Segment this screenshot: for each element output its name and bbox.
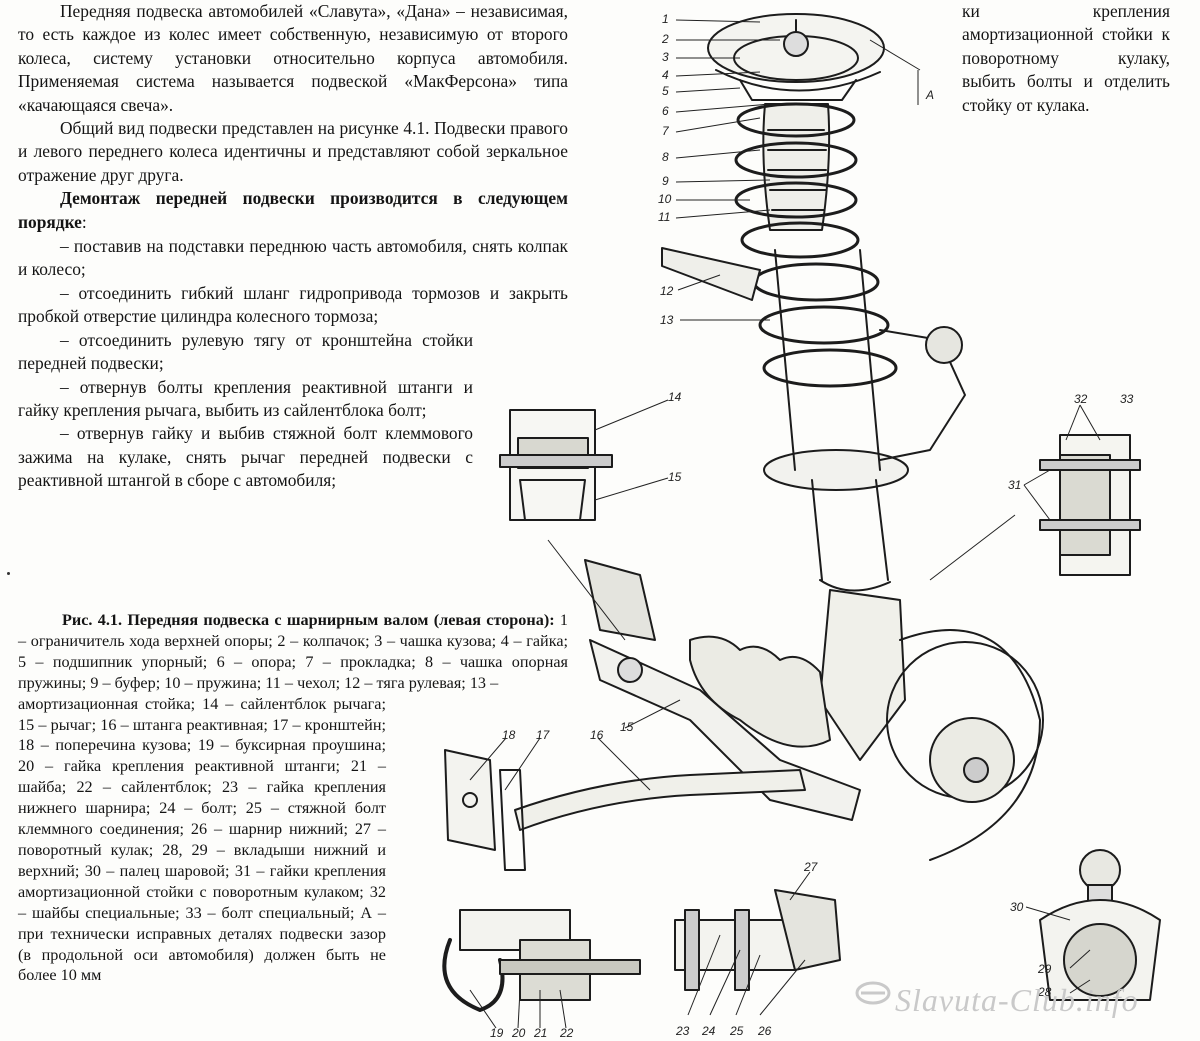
figure-caption: Рис. 4.1. Передняя подвеска с шарнирным … bbox=[18, 610, 568, 986]
caption-body-narrow: амортизационная стойка; 14 – сайлентблок… bbox=[18, 694, 386, 985]
callout-21: 21 bbox=[534, 1026, 548, 1040]
callout-7: 7 bbox=[662, 124, 669, 138]
callout-24: 24 bbox=[702, 1024, 716, 1038]
intro-paragraph-1: Передняя подвеска автомобилей «Славута»,… bbox=[18, 1, 568, 115]
continuation-text: ки крепления амортизационной стойки к по… bbox=[962, 1, 1170, 115]
callout-18: 18 bbox=[502, 728, 516, 742]
callout-15-detail: 15 bbox=[668, 470, 682, 484]
callout-19: 19 bbox=[490, 1026, 504, 1040]
callout-27: 27 bbox=[804, 860, 818, 874]
callout-3: 3 bbox=[662, 50, 669, 64]
intro-paragraph-2: Общий вид подвески представлен на рисунк… bbox=[18, 118, 568, 185]
callout-8: 8 bbox=[662, 150, 669, 164]
callout-16: 16 bbox=[590, 728, 604, 742]
callout-A: A bbox=[926, 88, 935, 102]
watermark-logo-icon bbox=[855, 981, 891, 1005]
callout-25: 25 bbox=[730, 1024, 744, 1038]
callout-11: 11 bbox=[658, 210, 671, 224]
callout-22: 22 bbox=[560, 1026, 574, 1040]
dismantle-heading: Демонтаж передней подвески производится … bbox=[18, 188, 568, 232]
callout-15-arm: 15 bbox=[620, 720, 634, 734]
step-5: – отвернув гайку и выбив стяжной болт кл… bbox=[18, 423, 473, 491]
step-4: – отвернув болты крепления реактивной шт… bbox=[18, 376, 473, 420]
stray-dot bbox=[7, 572, 10, 575]
step-3: – отсоединить рулевую тягу от кронштейна… bbox=[18, 329, 473, 374]
callout-13: 13 bbox=[660, 313, 674, 327]
callout-26: 26 bbox=[758, 1024, 772, 1038]
callout-12: 12 bbox=[660, 284, 674, 298]
callout-28: 28 bbox=[1038, 985, 1052, 999]
callout-2: 2 bbox=[662, 32, 669, 46]
intro-paragraph-3: Демонтаж передней подвески производится … bbox=[18, 188, 568, 232]
watermark-text: Slavuta-Club.info bbox=[895, 982, 1139, 1018]
intro-text: Передняя подвеска автомобилей «Славута»,… bbox=[18, 0, 568, 493]
step-1: – поставив на подставки переднюю часть а… bbox=[18, 236, 568, 280]
callout-33: 33 bbox=[1120, 392, 1134, 406]
callout-6: 6 bbox=[662, 104, 669, 118]
callout-32: 32 bbox=[1074, 392, 1088, 406]
callout-10: 10 bbox=[658, 192, 672, 206]
step-2: – отсоединить гибкий шланг гидропривода … bbox=[18, 282, 568, 327]
callout-30: 30 bbox=[1010, 900, 1024, 914]
callout-5: 5 bbox=[662, 84, 669, 98]
callout-29: 29 bbox=[1038, 962, 1052, 976]
callout-14: 14 bbox=[668, 390, 682, 404]
caption-body-wide: 1 – ограничитель хода верхней опоры; 2 –… bbox=[18, 611, 569, 692]
watermark: Slavuta-Club.info bbox=[855, 978, 1185, 1028]
callout-1: 1 bbox=[662, 12, 669, 26]
caption-title: Рис. 4.1. Передняя подвеска с шарнирным … bbox=[62, 611, 555, 629]
callout-20: 20 bbox=[512, 1026, 526, 1040]
dismantle-steps: – поставив на подставки переднюю часть а… bbox=[18, 235, 568, 492]
callout-9: 9 bbox=[662, 174, 669, 188]
callout-31: 31 bbox=[1008, 478, 1022, 492]
callout-17: 17 bbox=[536, 728, 550, 742]
callout-23: 23 bbox=[676, 1024, 690, 1038]
callout-4: 4 bbox=[662, 68, 669, 82]
